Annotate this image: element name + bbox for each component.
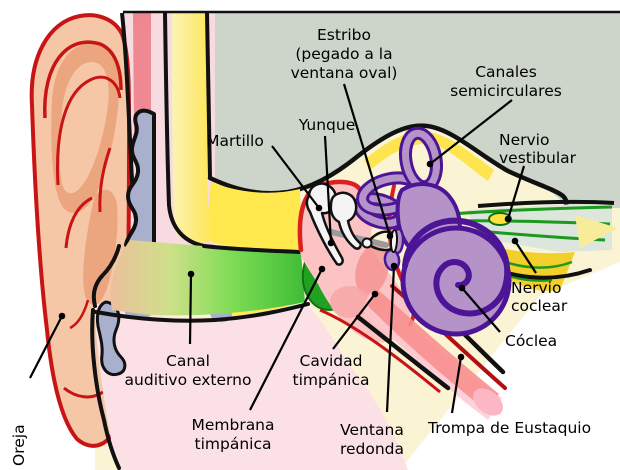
label-ventana-2: redonda — [340, 440, 404, 458]
tube-black-edge-lower — [355, 314, 451, 391]
tragus-line — [64, 196, 93, 249]
leader-dot-martillo — [315, 204, 323, 212]
label-estribo-3: ventana oval) — [291, 64, 398, 82]
leader-dot-oreja — [58, 312, 66, 320]
label-nervio-coclear-2: coclear — [511, 297, 568, 315]
ear-canal — [110, 240, 305, 316]
label-cavidad-2: timpánica — [293, 371, 370, 389]
label-canales-2: semicirculares — [450, 82, 562, 100]
label-canales: Canales — [475, 63, 537, 81]
label-canal-auditivo-2: auditivo externo — [125, 371, 252, 389]
label-canal-auditivo: Canal — [166, 352, 210, 370]
concha-small-line — [69, 299, 90, 330]
nerve-fade-arrow — [575, 215, 618, 248]
label-oreja: Oreja — [10, 424, 28, 466]
label-nervio-vestibular: Nervio — [499, 131, 549, 149]
label-yunque: Yunque — [298, 116, 356, 134]
bone-yellow-dome — [364, 131, 494, 181]
label-martillo: Martillo — [206, 132, 264, 150]
incus — [329, 191, 362, 250]
label-estribo: Estribo — [317, 26, 371, 44]
leader-dot-nervio-coclear — [511, 237, 519, 245]
leader-dot-yunque — [327, 239, 335, 247]
cochlea-spiral — [402, 217, 511, 317]
vestibular-nerve-line-1 — [451, 205, 613, 216]
leader-trompa — [450, 356, 463, 414]
leader-oreja — [29, 315, 63, 379]
leader-dot-ventana — [390, 262, 398, 270]
soft-tissue-pink-region — [94, 303, 408, 470]
label-trompa: Trompa de Eustaquio — [427, 419, 591, 437]
label-estribo-2: (pegado a la — [295, 45, 392, 63]
labels: Estribo (pegado a la ventana oval) Canal… — [10, 26, 591, 466]
leader-dot-estribo — [386, 232, 394, 240]
leader-lines — [29, 83, 537, 414]
leader-dot-cavidad — [371, 290, 379, 298]
label-nervio-coclear: Nervio — [511, 279, 561, 297]
leader-estribo — [342, 83, 392, 237]
leader-dot-trompa — [457, 353, 465, 361]
leader-cavidad — [332, 293, 376, 350]
inner-ear — [353, 126, 512, 337]
leader-dot-coclea — [458, 284, 466, 292]
cavity-accent-1 — [355, 244, 389, 296]
stapes-head — [361, 237, 373, 249]
label-membrana: Membrana — [191, 416, 274, 434]
label-ventana: Ventana — [340, 421, 404, 439]
concha-line — [98, 147, 112, 213]
helix-line — [43, 40, 123, 119]
white-corner — [400, 262, 620, 470]
skull-gray-panel — [213, 11, 620, 208]
leader-yunque — [323, 135, 333, 244]
cartilage-lower-stalk — [95, 300, 127, 377]
stapes-legs — [369, 230, 393, 252]
leader-dot-nervio-vestibular — [504, 215, 512, 223]
label-membrana-2: timpánica — [195, 435, 272, 453]
leader-canal-auditivo — [188, 273, 193, 345]
canal-top-outline — [202, 244, 304, 254]
leader-canales — [429, 99, 513, 165]
canal-bottom-outline — [94, 302, 310, 323]
strip-outline-2 — [163, 12, 205, 248]
cartilage-upper — [124, 108, 156, 253]
leader-nervio-vestibular — [506, 165, 526, 220]
label-cavidad: Cavidad — [300, 352, 363, 370]
bone-yellow-band — [208, 182, 301, 251]
lobe-tissue-outline — [90, 308, 121, 470]
leader-dot-canales — [426, 160, 434, 168]
tube-salmon — [368, 290, 499, 410]
pinna-shade-lower — [83, 189, 118, 305]
leader-membrana — [249, 268, 323, 411]
leader-dot-canal-auditivo — [187, 270, 195, 278]
strip-outline-3 — [205, 12, 212, 179]
tube-tip — [472, 388, 504, 416]
leader-ventana — [385, 265, 396, 413]
antihelix-line — [56, 75, 122, 186]
leader-nervio-coclear — [514, 240, 537, 274]
cavity-red-lower — [319, 308, 441, 394]
concha-lower-outline — [91, 244, 121, 308]
leader-coclea — [461, 287, 501, 333]
leader-martillo — [271, 145, 320, 209]
cochlea — [400, 225, 512, 337]
label-coclea: Cóclea — [505, 332, 557, 350]
nerve-top-outline — [477, 200, 615, 208]
leader-dot-membrana — [318, 265, 326, 273]
label-nervio-vestibular-2: vestibular — [499, 149, 577, 167]
scalp-yellow-strip — [172, 13, 216, 243]
cavity-accent-2 — [330, 286, 370, 318]
